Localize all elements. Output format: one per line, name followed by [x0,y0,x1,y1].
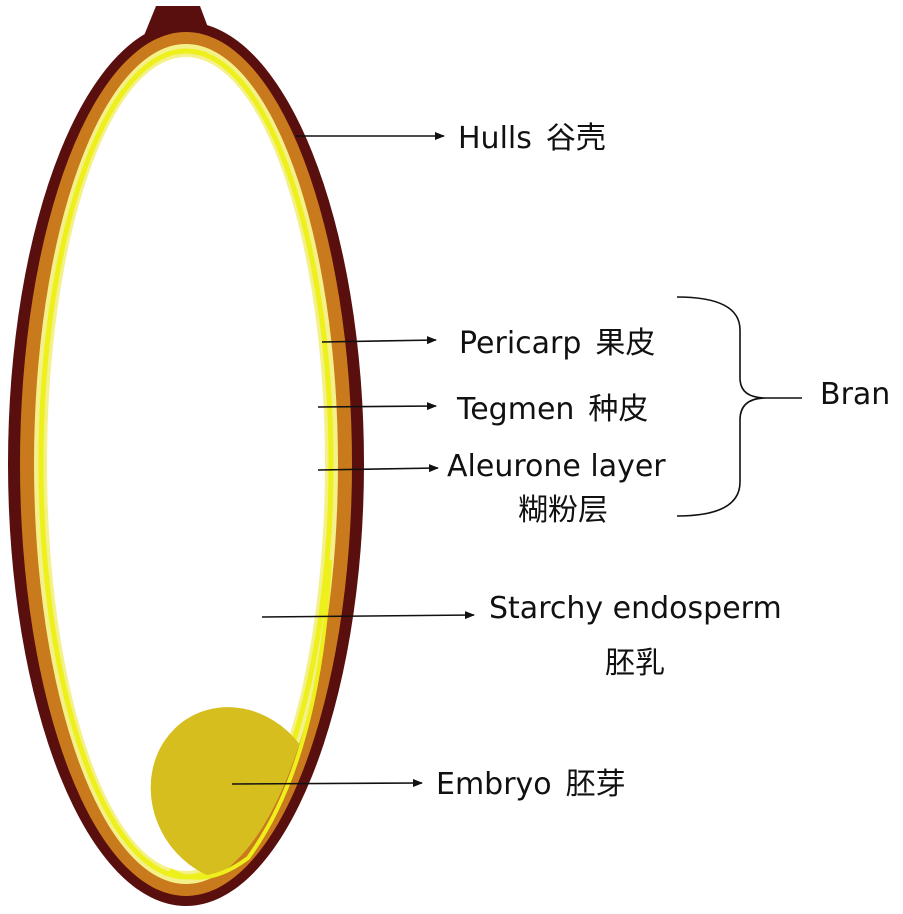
hulls-label-zh: 谷壳 [546,121,606,156]
aleurone-label-en: Aleurone layer [447,450,666,484]
hulls-label-en: Hulls [458,121,532,156]
pericarp-label-zh: 果皮 [595,326,655,361]
bran-brace [677,297,802,516]
tegmen-label-zh: 种皮 [588,392,648,427]
bran-label: Bran [820,378,890,412]
embryo-pointer [232,783,422,784]
tegmen-pointer [318,406,436,407]
pericarp-label: Pericarp 果皮 [459,327,655,361]
endosperm-label-zh: 胚乳 [605,647,665,681]
aleurone-label-zh: 糊粉层 [518,494,608,528]
tegmen-label-en: Tegmen [457,392,574,427]
embryo-label-en: Embryo [436,767,552,802]
endosperm-label-en: Starchy endosperm [489,592,782,626]
tegmen-label: Tegmen 种皮 [457,393,648,427]
embryo-label-zh: 胚芽 [566,767,626,802]
pericarp-label-en: Pericarp [459,326,581,361]
embryo-label: Embryo 胚芽 [436,768,626,802]
hulls-label: Hulls 谷壳 [458,122,606,156]
